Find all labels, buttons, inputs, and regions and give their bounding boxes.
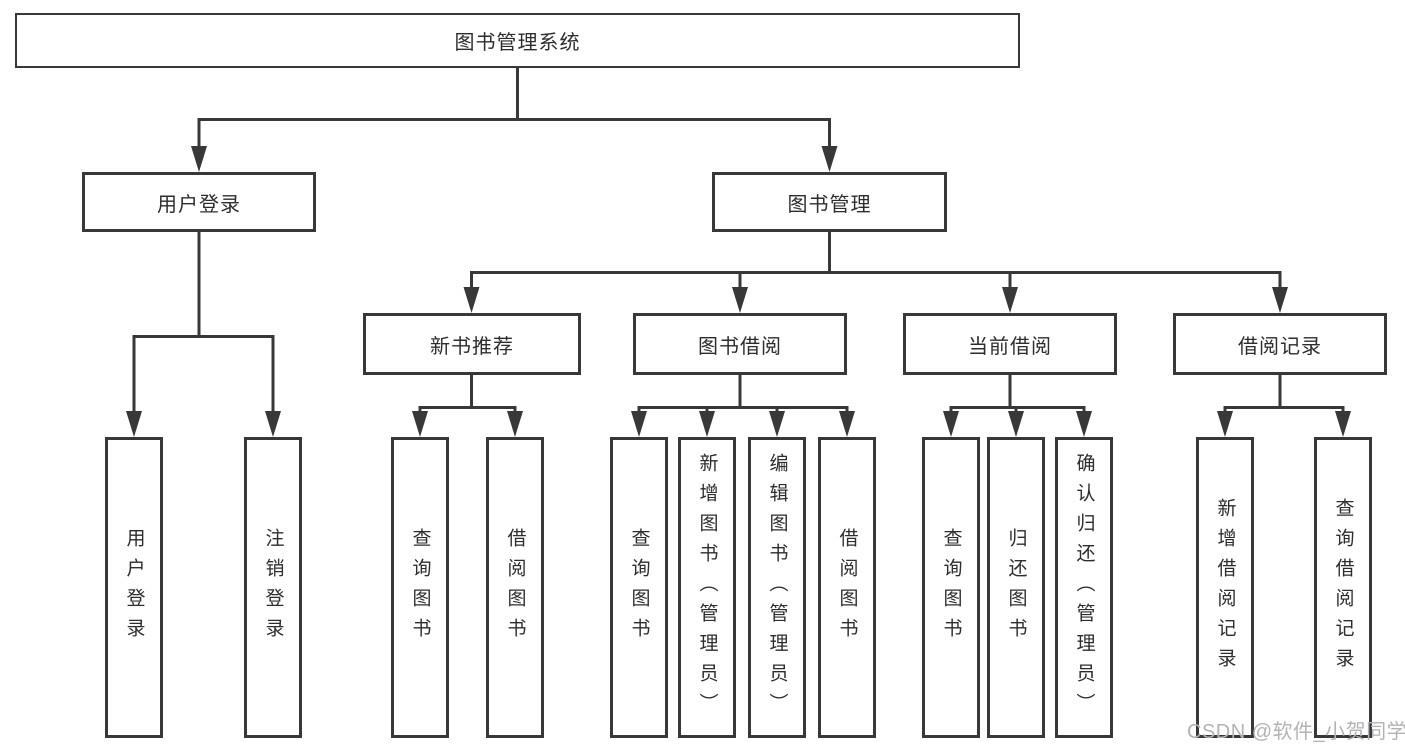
leaf-borrow-book: 借阅图书 [818, 437, 876, 738]
watermark: CSDN @软件_小贺同学 [1187, 721, 1405, 743]
leaf-label: 新增借阅记录 [1214, 497, 1236, 678]
leaf-add-book-admin: 新增图书（管理员） [678, 437, 736, 738]
leaf-label: 新增图书（管理员） [696, 452, 718, 723]
node-root: 图书管理系统 [15, 13, 1020, 68]
leaf-label: 查询图书 [628, 527, 650, 648]
leaf-return-book: 归还图书 [987, 437, 1045, 738]
leaf-label: 注销登录 [262, 527, 284, 648]
node-user-login: 用户登录 [82, 172, 316, 232]
leaf-query-book-recommend: 查询图书 [391, 437, 449, 738]
node-book-borrow: 图书借阅 [633, 313, 847, 375]
leaf-label: 归还图书 [1005, 527, 1027, 648]
leaf-user-login: 用户登录 [105, 437, 163, 738]
leaf-query-book-current: 查询图书 [922, 437, 980, 738]
leaf-label: 查询图书 [940, 527, 962, 648]
leaf-label: 查询图书 [409, 527, 431, 648]
leaf-query-book-borrow: 查询图书 [610, 437, 668, 738]
leaf-query-borrow-record: 查询借阅记录 [1314, 437, 1372, 738]
leaf-confirm-return-admin: 确认归还（管理员） [1055, 437, 1113, 738]
leaf-label: 借阅图书 [836, 527, 858, 648]
leaf-edit-book-admin: 编辑图书（管理员） [748, 437, 806, 738]
node-borrow-record: 借阅记录 [1173, 313, 1387, 375]
node-book-mgmt: 图书管理 [712, 172, 947, 232]
leaf-logout: 注销登录 [244, 437, 302, 738]
leaf-label: 确认归还（管理员） [1073, 452, 1095, 723]
leaf-label: 用户登录 [123, 527, 145, 648]
leaf-label: 查询借阅记录 [1332, 497, 1354, 678]
leaf-label: 借阅图书 [504, 527, 526, 648]
leaf-add-borrow-record: 新增借阅记录 [1196, 437, 1254, 738]
leaf-label: 编辑图书（管理员） [766, 452, 788, 723]
node-current-borrow: 当前借阅 [903, 313, 1117, 375]
leaf-borrow-book-recommend: 借阅图书 [486, 437, 544, 738]
node-new-book-recommend: 新书推荐 [363, 313, 581, 375]
